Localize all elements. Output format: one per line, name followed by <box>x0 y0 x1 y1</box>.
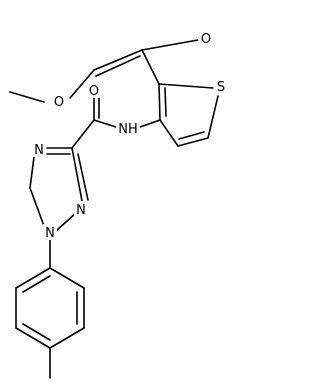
bond-c3-nh <box>139 119 161 128</box>
bond-ester-c-o-double-b <box>95 55 141 77</box>
svg-text:S: S <box>217 80 225 95</box>
svg-text:O: O <box>54 95 64 110</box>
structure-diagram: O O S O NH N N N <box>9 30 228 379</box>
bond-triazole-n2-c3-b <box>77 153 89 201</box>
svg-text:N: N <box>76 203 86 218</box>
molecule-drawing: O O S O NH N N N <box>9 30 228 379</box>
bond-nh-c-amide <box>93 119 117 128</box>
bond-ester-c-o-double-a <box>93 49 143 71</box>
bond-methyl-o <box>9 91 45 103</box>
bond-phenyl-6-1 <box>15 267 51 289</box>
atom-o-ester-carbonyl: O <box>198 30 214 47</box>
bond-thiophene-c5-c4-b <box>178 131 205 140</box>
svg-text:O: O <box>201 32 211 47</box>
bond-triazole-n4-c5 <box>29 156 35 189</box>
bond-ester-c-thiophene <box>141 49 160 85</box>
bond-c-o-carbonyl <box>141 39 199 51</box>
atom-o-amide: O <box>86 82 102 99</box>
bond-phenyl-4-5 <box>15 327 51 349</box>
atom-s-thiophene: S <box>214 77 228 95</box>
bond-thiophene-c5-c4-a <box>177 137 209 147</box>
bond-triazole-n1-n2 <box>56 212 77 231</box>
bond-o-ester-c <box>69 69 95 99</box>
bond-thiophene-c2-s <box>158 83 214 89</box>
bond-thiophene-c4-c3 <box>159 119 179 147</box>
bond-phenyl-inner-c <box>22 323 51 341</box>
bond-triazole-n2-c3-a <box>71 147 83 202</box>
bond-thiophene-c3-c2-a <box>158 83 161 121</box>
svg-text:NH: NH <box>118 122 138 137</box>
bond-thiophene-c3-c2-b <box>164 87 167 117</box>
bond-phenyl-3-4 <box>49 327 85 349</box>
atom-n-triazole-1: N <box>43 224 57 241</box>
bond-triazole-c5-n1 <box>29 187 45 227</box>
svg-text:O: O <box>89 84 99 99</box>
svg-text:N: N <box>45 226 55 241</box>
atom-o-ether: O <box>51 93 67 110</box>
bond-phenyl-1-2 <box>49 267 85 289</box>
atom-n-triazole-4: N <box>32 141 46 158</box>
bond-amide-c-triazole <box>71 119 95 149</box>
atom-n-triazole-2: N <box>74 201 88 218</box>
bond-layer <box>9 39 219 379</box>
bond-phenyl-inner-a <box>22 275 51 293</box>
svg-text:N: N <box>34 143 44 158</box>
bond-thiophene-s-c5 <box>207 95 219 139</box>
atom-nh-amide: NH <box>116 120 140 137</box>
